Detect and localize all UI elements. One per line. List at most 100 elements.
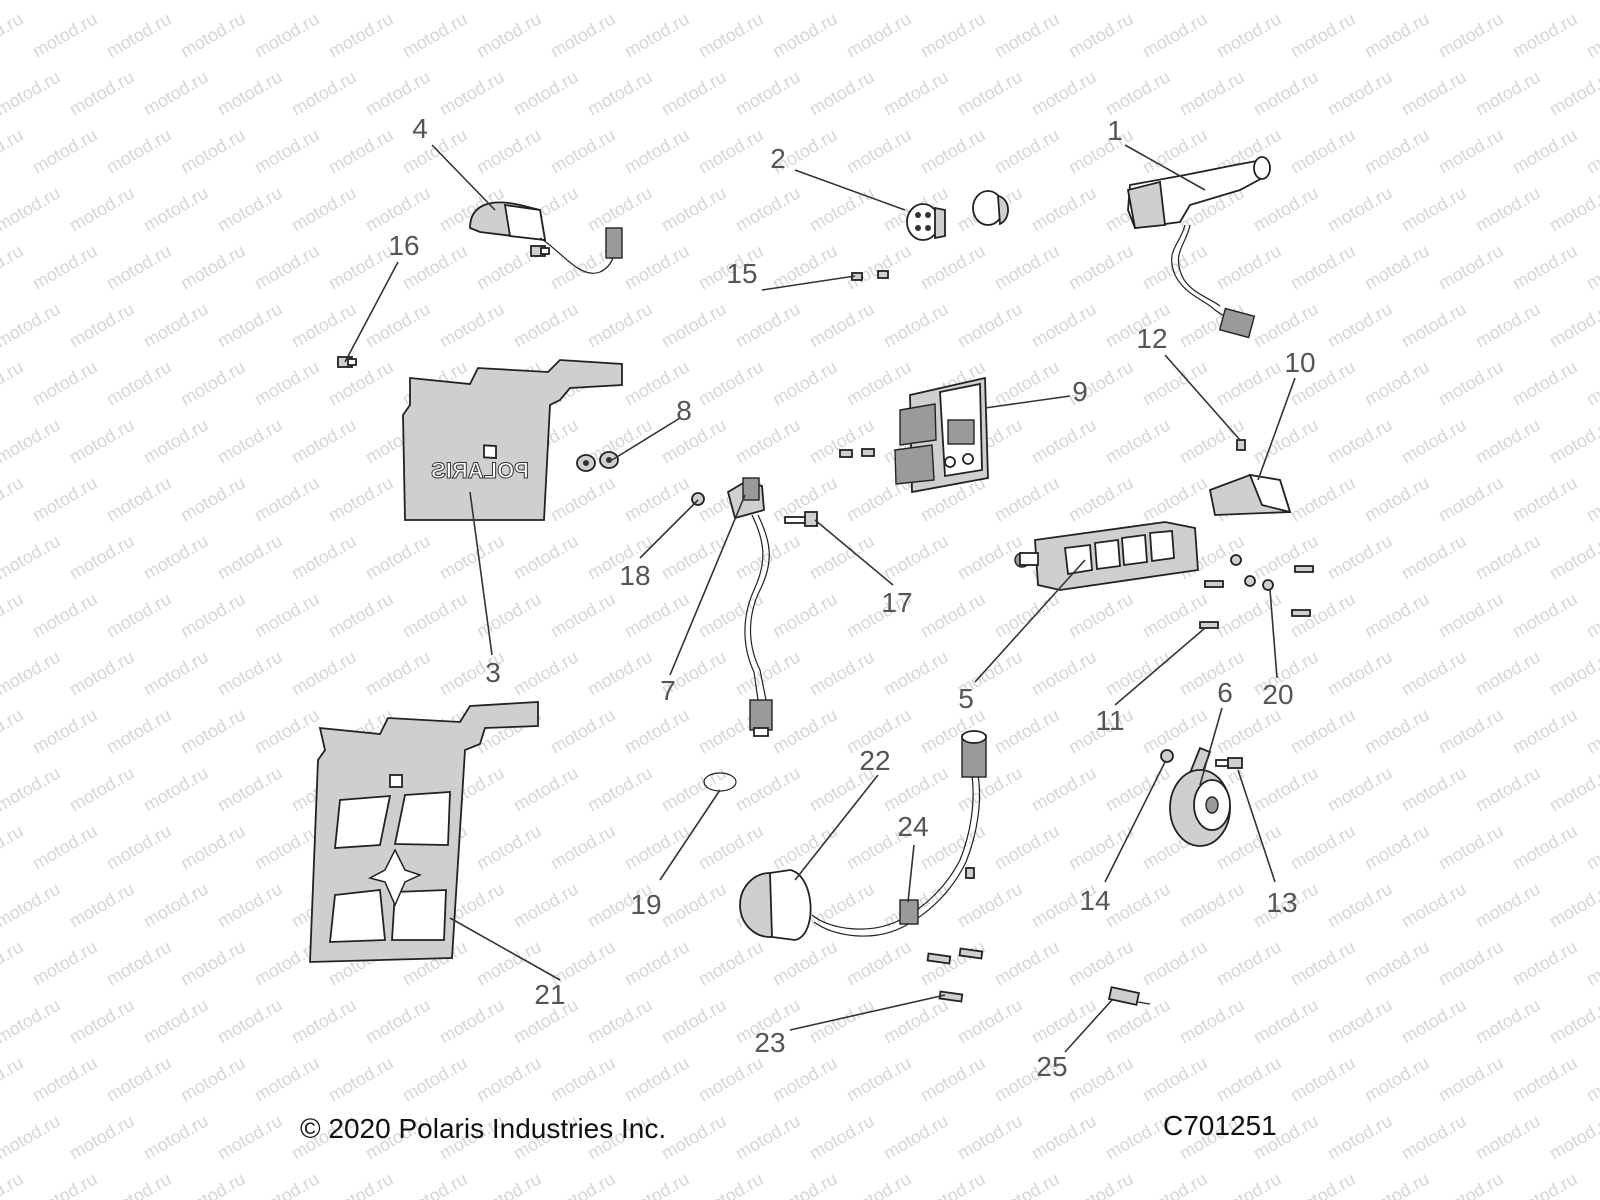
watermark-text: motod.ru xyxy=(214,0,286,3)
watermark-text: motod.ru xyxy=(140,531,212,584)
watermark-text: motod.ru xyxy=(1398,647,1470,700)
watermark-text: motod.ru xyxy=(991,937,1063,990)
watermark-text: motod.ru xyxy=(1102,67,1174,120)
watermark-text: motod.ru xyxy=(1028,995,1100,1048)
watermark-text: motod.ru xyxy=(584,647,656,700)
watermark-text: motod.ru xyxy=(66,763,138,816)
watermark-text: motod.ru xyxy=(658,67,730,120)
watermark-text: motod.ru xyxy=(769,1169,841,1200)
watermark-text: motod.ru xyxy=(325,589,397,642)
watermark-text: motod.ru xyxy=(103,705,175,758)
watermark-text: motod.ru xyxy=(0,879,64,932)
watermark-text: motod.ru xyxy=(0,937,27,990)
watermark-text: motod.ru xyxy=(1102,879,1174,932)
watermark-text: motod.ru xyxy=(362,183,434,236)
watermark-text: motod.ru xyxy=(1361,821,1433,874)
watermark-text: motod.ru xyxy=(510,763,582,816)
watermark-text: motod.ru xyxy=(1398,995,1470,1048)
watermark-text: motod.ru xyxy=(806,67,878,120)
watermark-text: motod.ru xyxy=(1435,705,1507,758)
watermark-text: motod.ru xyxy=(29,821,101,874)
watermark-text: motod.ru xyxy=(769,1053,841,1106)
watermark-text: motod.ru xyxy=(1398,1111,1470,1164)
watermark-text: motod.ru xyxy=(1583,357,1600,410)
watermark-text: motod.ru xyxy=(0,357,27,410)
watermark-text: motod.ru xyxy=(1398,879,1470,932)
watermark-text: motod.ru xyxy=(769,9,841,62)
watermark-text: motod.ru xyxy=(140,183,212,236)
watermark-text: motod.ru xyxy=(288,67,360,120)
watermark-text: motod.ru xyxy=(621,473,693,526)
part-4-light xyxy=(469,201,623,274)
watermark-text: motod.ru xyxy=(1509,705,1581,758)
callout-24: 24 xyxy=(897,811,928,842)
watermark-text: motod.ru xyxy=(1398,0,1470,3)
watermark-text: motod.ru xyxy=(0,67,64,120)
watermark-text: motod.ru xyxy=(1324,995,1396,1048)
watermark-text: motod.ru xyxy=(29,705,101,758)
watermark-text: motod.ru xyxy=(991,125,1063,178)
callout-4: 4 xyxy=(412,113,428,144)
watermark-text: motod.ru xyxy=(1361,1053,1433,1106)
watermark-text: motod.ru xyxy=(103,1053,175,1106)
watermark-text: motod.ru xyxy=(621,241,693,294)
watermark-text: motod.ru xyxy=(103,125,175,178)
watermark-text: motod.ru xyxy=(1213,241,1285,294)
watermark-text: motod.ru xyxy=(510,647,582,700)
watermark-text: motod.ru xyxy=(991,9,1063,62)
watermark-text: motod.ru xyxy=(288,995,360,1048)
watermark-text: motod.ru xyxy=(806,531,878,584)
watermark-text: motod.ru xyxy=(1398,183,1470,236)
watermark-text: motod.ru xyxy=(66,67,138,120)
watermark-text: motod.ru xyxy=(0,763,64,816)
watermark-text: motod.ru xyxy=(1102,0,1174,3)
watermark-text: motod.ru xyxy=(1361,357,1433,410)
watermark-text: motod.ru xyxy=(1583,589,1600,642)
watermark-text: motod.ru xyxy=(1398,67,1470,120)
watermark-text: motod.ru xyxy=(288,647,360,700)
watermark-text: motod.ru xyxy=(806,415,878,468)
watermark-text: motod.ru xyxy=(695,1053,767,1106)
watermark-text: motod.ru xyxy=(1361,241,1433,294)
callout-22: 22 xyxy=(859,745,890,776)
part-2-connector xyxy=(906,190,1009,241)
watermark-text: motod.ru xyxy=(547,821,619,874)
watermark-text: motod.ru xyxy=(843,357,915,410)
watermark-text: motod.ru xyxy=(621,705,693,758)
watermark-text: motod.ru xyxy=(214,995,286,1048)
watermark-text: motod.ru xyxy=(547,1169,619,1200)
callout-17: 17 xyxy=(881,587,912,618)
leader-line-2 xyxy=(794,169,906,211)
watermark-text: motod.ru xyxy=(103,473,175,526)
watermark-text: motod.ru xyxy=(0,415,64,468)
watermark-text: motod.ru xyxy=(1065,1169,1137,1200)
watermark-text: motod.ru xyxy=(140,879,212,932)
watermark-text: motod.ru xyxy=(1583,705,1600,758)
part-21-large-bracket xyxy=(309,701,539,963)
watermark-text: motod.ru xyxy=(547,473,619,526)
watermark-text: motod.ru xyxy=(621,937,693,990)
watermark-text: motod.ru xyxy=(1065,1053,1137,1106)
watermark-text: motod.ru xyxy=(695,937,767,990)
watermark-text: motod.ru xyxy=(251,125,323,178)
watermark-text: motod.ru xyxy=(1509,937,1581,990)
leader-line-19 xyxy=(659,789,721,881)
watermark-text: motod.ru xyxy=(1546,879,1600,932)
watermark-text: motod.ru xyxy=(66,0,138,3)
watermark-text: motod.ru xyxy=(843,9,915,62)
watermark-text: motod.ru xyxy=(1546,299,1600,352)
watermark-text: motod.ru xyxy=(214,1111,286,1164)
watermark-text: motod.ru xyxy=(1472,183,1544,236)
callout-8: 8 xyxy=(676,395,692,426)
part-13-bolt xyxy=(1215,757,1243,769)
callout-5: 5 xyxy=(958,683,974,714)
watermark-text: motod.ru xyxy=(1472,995,1544,1048)
watermark-text: motod.ru xyxy=(769,589,841,642)
copyright-notice: © 2020 Polaris Industries Inc. xyxy=(300,1113,667,1144)
watermark-text: motod.ru xyxy=(1583,9,1600,62)
watermark-text: motod.ru xyxy=(954,1111,1026,1164)
watermark-text: motod.ru xyxy=(214,531,286,584)
watermark-text: motod.ru xyxy=(510,0,582,3)
watermark-text: motod.ru xyxy=(140,0,212,3)
watermark-text: motod.ru xyxy=(1472,299,1544,352)
